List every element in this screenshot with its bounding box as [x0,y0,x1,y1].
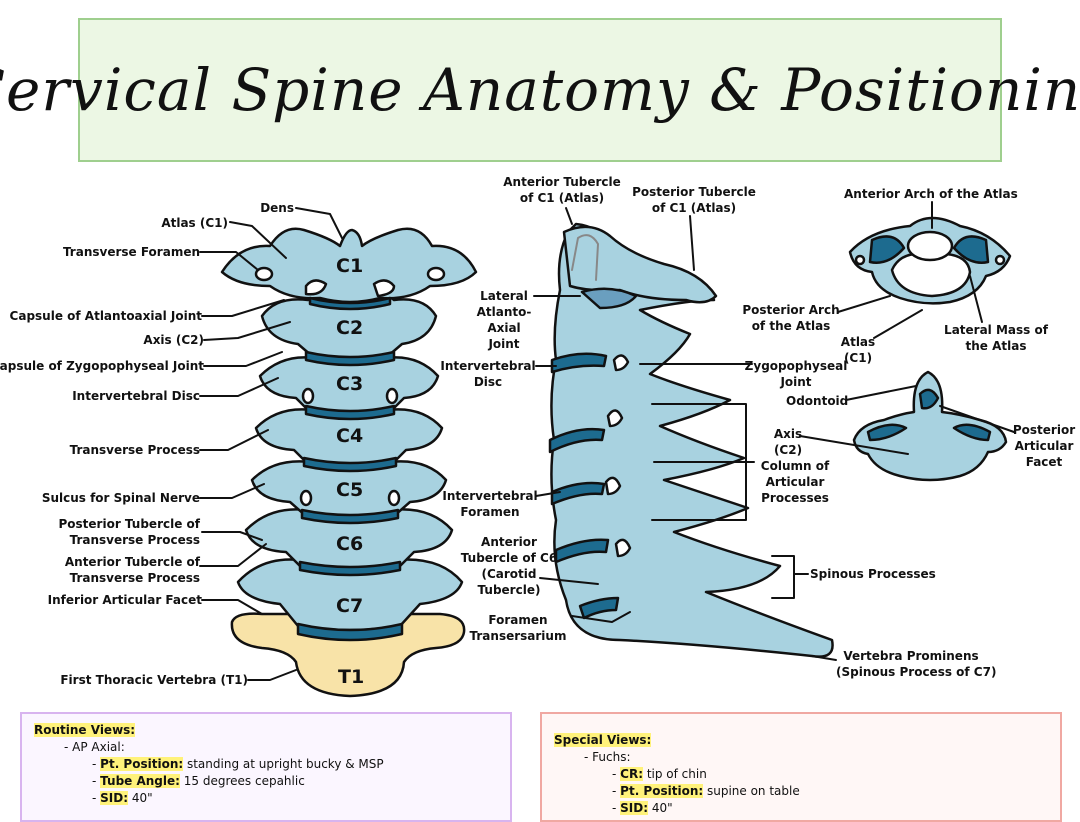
ap-label-c1: C1 [336,255,363,277]
label-posterior-tubercle-c1: Posterior Tubercle of C1 (Atlas) [632,185,756,215]
title-banner: Cervical Spine Anatomy & Positioning [0,18,1080,162]
label-iv-foramen: Intervertebral Foramen [442,489,538,519]
label-zygapophyseal-joint: Zygopophyseal Joint [744,359,848,389]
routine-item: - Pt. Position: standing at upright buck… [92,757,384,771]
label-axis-c2: Axis (C2) [773,427,803,457]
label-posterior-arch: Posterior Arch of the Atlas [742,303,840,333]
disc-c6-c7 [298,560,402,577]
label-spinous-processes: Spinous Processes [810,567,936,581]
routine-views-heading: Routine Views: [34,723,136,737]
label-capsule-atlantoaxial: Capsule of Atlantoaxial Joint [9,309,202,323]
disc-c5-c6 [300,508,400,525]
label-capsule-zygapophyseal: Capsule of Zygopophyseal Joint [0,359,204,373]
axis-top-drawing [852,370,1008,482]
label-transverse-foramen: Transverse Foramen [62,245,200,259]
routine-item: - SID: 40" [92,791,153,805]
ap-spine-drawing [220,227,478,698]
special-item: - Pt. Position: supine on table [612,784,800,798]
disc-c7-t1 [296,622,404,642]
label-inferior-articular-facet: Inferior Articular Facet [47,593,202,607]
ap-label-c2: C2 [336,317,363,339]
ap-label-c4: C4 [336,425,363,447]
label-dens: Dens [260,201,294,215]
atlas-top-drawing [848,216,1012,305]
ap-label-c3: C3 [336,373,363,395]
label-first-thoracic: First Thoracic Vertebra (T1) [60,673,248,687]
label-anterior-tubercle-c6: Anterior Tubercle of C6 (Carotid Tubercl… [460,535,558,597]
label-odontoid: Odontoid [786,394,849,408]
disc-c2-c3 [304,350,396,367]
routine-views-box: Routine Views: - AP Axial: - Pt. Positio… [20,712,512,822]
routine-item: - Tube Angle: 15 degrees cepahlic [92,774,305,788]
ap-label-c5: C5 [336,479,363,501]
ap-label-c6: C6 [336,533,363,555]
lateral-dens [571,234,599,281]
ap-label-c7: C7 [336,595,363,617]
label-transverse-process: Transverse Process [69,443,200,457]
label-foramen-transversarium: Foramen Transersarium [469,613,567,643]
ap-leader-lines [199,207,343,681]
label-axis: Axis (C2) [143,333,204,347]
ap-label-t1: T1 [338,666,364,688]
special-item: - CR: tip of chin [612,767,707,781]
c1-vertebra [220,227,478,304]
special-views-heading: Special Views: [554,733,652,747]
special-view-name: - Fuchs: [584,750,631,764]
label-anterior-arch: Anterior Arch of the Atlas [844,187,1018,201]
disc-c4-c5 [302,456,398,473]
label-atlas: Atlas (C1) [161,216,228,230]
label-lateral-mass: Lateral Mass of the Atlas [944,323,1048,353]
label-posterior-tubercle: Posterior Tubercle of Transverse Process [58,517,201,547]
label-anterior-tubercle: Anterior Tubercle of Transverse Process [64,555,200,585]
label-vertebra-prominens: Vertebra Prominens (Spinous Process of C… [836,649,997,679]
label-posterior-articular-facet: Posterior Articular Facet [1012,423,1076,469]
label-sulcus: Sulcus for Spinal Nerve [41,491,200,505]
t1-vertebra [230,612,466,698]
special-views-box: Special Views: - Fuchs: - CR: tip of chi… [540,712,1062,822]
label-anterior-tubercle-c1: Anterior Tubercle of C1 (Atlas) [503,175,621,205]
label-column-articular: Column of Articular Processes [760,459,830,505]
routine-view-name: - AP Axial: [64,740,125,754]
label-lateral-iv-disc: Intervertebral Disc [440,359,536,389]
label-intervertebral-disc: Intervertebral Disc [72,389,200,403]
label-lateral-atlantoaxial-joint: Lateral Atlanto- Axial Joint [476,289,532,351]
disc-c3-c4 [304,404,396,421]
lateral-spine-drawing [548,222,834,658]
disc-c1-c2 [308,296,392,311]
page-title: Cervical Spine Anatomy & Positioning [0,56,1080,124]
label-atlas-c1: Atlas (C1) [840,335,876,365]
lateral-leader-lines [533,207,837,661]
